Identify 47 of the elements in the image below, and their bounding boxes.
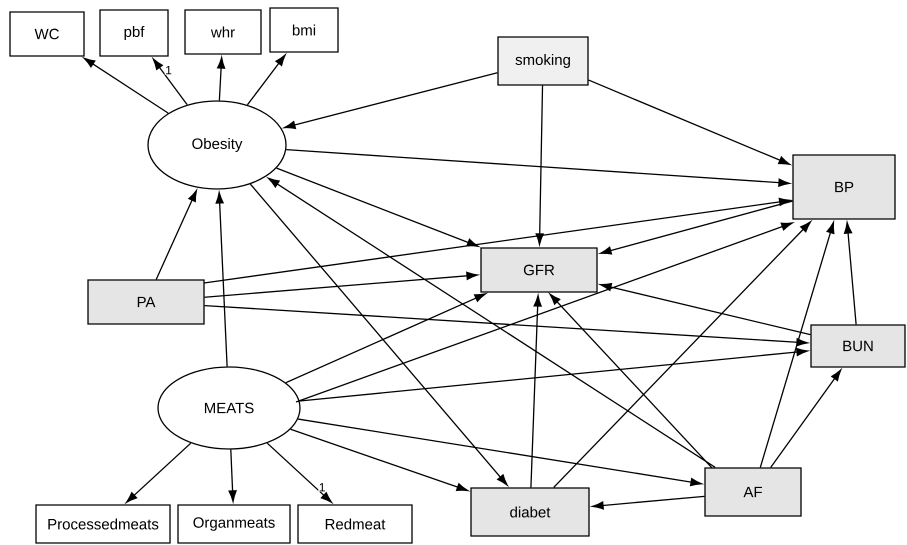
arrow <box>152 58 188 106</box>
indicator-box: pbf <box>99 9 169 57</box>
arrow <box>600 200 793 255</box>
arrow <box>770 370 842 468</box>
arrow <box>592 496 704 510</box>
arrow <box>126 442 192 503</box>
arrow <box>298 418 702 486</box>
indicator-box: Organmeats <box>177 504 291 544</box>
arrow <box>284 72 498 129</box>
arrow <box>549 294 712 468</box>
arrow <box>588 79 790 165</box>
indicator-box: bmi <box>269 7 339 53</box>
arrow <box>530 295 542 488</box>
arrow <box>276 168 478 247</box>
arrow <box>250 184 508 486</box>
arrow <box>286 293 486 384</box>
arrow <box>296 222 793 403</box>
arrow <box>156 190 197 280</box>
arrow <box>266 442 332 503</box>
arrow <box>760 222 834 468</box>
variable-box: BP <box>792 154 896 220</box>
indicator-box: Redmeat <box>297 504 413 544</box>
indicator-box: whr <box>184 9 262 55</box>
arrow <box>844 222 857 324</box>
arrow <box>290 428 468 492</box>
variable-box: BUN <box>810 324 906 368</box>
arrow <box>84 58 169 114</box>
variable-box: PA <box>87 279 205 325</box>
arrow <box>204 272 478 298</box>
arrow <box>246 54 286 106</box>
indicator-box: Processedmeats <box>35 504 171 544</box>
variable-box: smoking <box>497 36 589 86</box>
variable-box: AF <box>704 467 802 517</box>
arrow <box>536 86 544 245</box>
arrow <box>553 221 812 488</box>
arrow <box>204 198 791 284</box>
variable-box: diabet <box>470 487 590 537</box>
arrow <box>228 450 237 502</box>
arrow <box>300 348 808 402</box>
variable-box: GFR <box>480 247 598 293</box>
arrow <box>204 304 808 346</box>
indicator-box: WC <box>9 11 85 57</box>
arrow <box>217 57 226 100</box>
arrow <box>286 148 790 187</box>
arrow <box>600 283 810 336</box>
arrow <box>216 192 228 366</box>
arrow <box>268 178 716 468</box>
